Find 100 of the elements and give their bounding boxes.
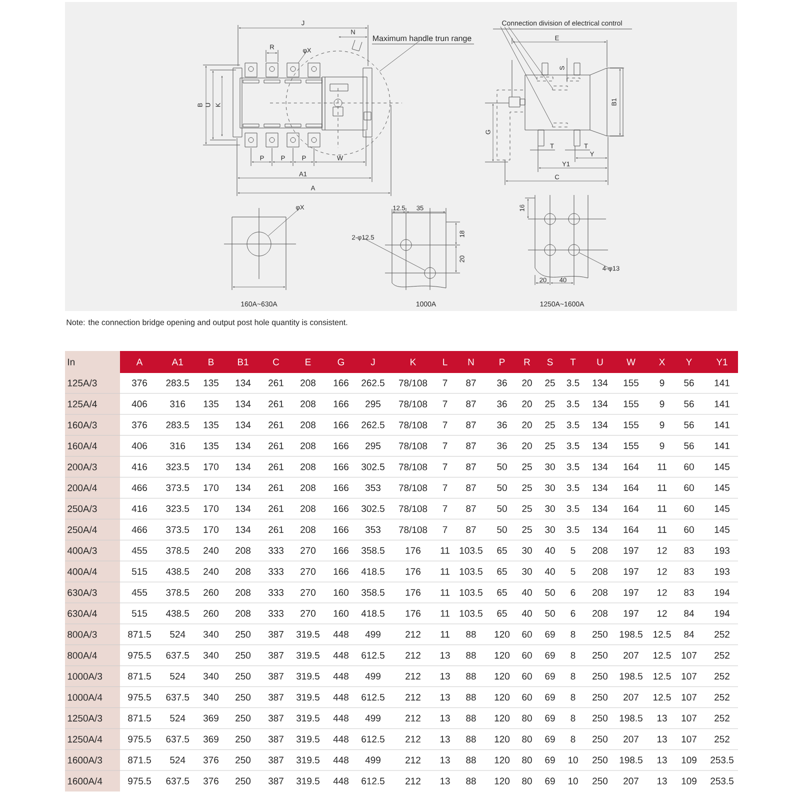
table-value: 65 (497, 547, 507, 554)
table-value: 319.5 (296, 736, 320, 742)
table-value: 166 (334, 526, 348, 533)
table-value: 166 (334, 442, 348, 450)
table-value: 7 (442, 505, 448, 512)
table-value: 208 (236, 589, 250, 596)
table-value: 13 (440, 714, 450, 722)
table-value: 319.5 (296, 630, 320, 638)
table-value: 319.5 (296, 672, 320, 680)
table-value: 261 (268, 380, 284, 386)
table-value: 261 (268, 526, 284, 533)
table-value: 448 (333, 778, 348, 784)
table-value: 250 (236, 714, 251, 722)
table-value: 36 (497, 442, 507, 450)
table-value: 197 (624, 589, 638, 596)
table-value: 871.5 (128, 756, 151, 764)
hole-circle (568, 244, 580, 256)
table-value: 134 (592, 400, 608, 408)
table-value: 252 (714, 694, 730, 701)
table-value: 20 (522, 400, 532, 408)
table-value: 80 (522, 778, 532, 784)
table-value: 378.5 (166, 547, 190, 554)
leader-line (500, 26, 552, 126)
table-value: 87 (466, 526, 476, 533)
table-value: 455 (132, 589, 147, 596)
table-value: 197 (624, 610, 638, 617)
table-value: 260 (204, 589, 219, 596)
table-value: 9 (660, 380, 664, 386)
table-value: 270 (300, 610, 316, 617)
table-value: 135 (204, 380, 218, 386)
table-value: 319.5 (296, 778, 320, 784)
table-value: 240 (204, 547, 219, 554)
table-value: 198.5 (620, 714, 642, 722)
table-value: 208 (300, 505, 316, 512)
table-value: 60 (684, 505, 694, 512)
table-value: 166 (334, 463, 348, 470)
table-value: 84 (684, 610, 694, 617)
table-value: 515 (132, 610, 147, 617)
table-value: 316 (170, 442, 186, 450)
table-value: 250 (236, 672, 251, 680)
table-value: 56 (684, 380, 694, 386)
column-header: J (370, 358, 375, 366)
table-value: 250 (592, 672, 608, 680)
row-header: 1250A/4 (68, 736, 102, 743)
table-value: 160 (334, 610, 349, 617)
table-value: 212 (406, 778, 420, 784)
table-value: 208 (300, 400, 316, 408)
table-value: 134 (592, 442, 608, 450)
table-value: 637.5 (166, 694, 190, 701)
table-value: 871.5 (128, 714, 151, 722)
table-value: 524 (170, 756, 186, 764)
table-value: 262.5 (362, 380, 384, 386)
table-value: 13 (440, 736, 450, 742)
table-value: 448 (333, 736, 348, 742)
row-header: 1600A/4 (68, 778, 102, 784)
table-value: 212 (406, 736, 420, 742)
leader-line (268, 208, 300, 236)
table-value: 13 (440, 756, 450, 764)
table-value: 40 (544, 547, 555, 554)
table-value: 25 (545, 422, 555, 428)
table-value: 250 (236, 652, 251, 659)
table-value: 250 (592, 778, 608, 784)
table-value: 8 (570, 630, 576, 638)
table-value: 134 (236, 380, 251, 386)
row-header: 400A/4 (67, 568, 97, 575)
table-value: 20 (522, 442, 532, 450)
table-value: 12 (657, 568, 667, 575)
table-value: 78/108 (399, 505, 428, 512)
table-value: 176 (406, 610, 420, 617)
table-value: 30 (522, 568, 532, 575)
table-value: 302.5 (362, 463, 384, 470)
table-value: 250 (592, 694, 608, 701)
table-value: 141 (714, 442, 730, 450)
table-value: 155 (624, 380, 639, 386)
table-value: 65 (497, 610, 507, 617)
table-value: 170 (204, 484, 219, 492)
row-header: 800A/4 (68, 652, 97, 659)
table-value: 373.5 (166, 484, 190, 492)
table-value: 120 (494, 672, 510, 680)
table-value: 253.5 (710, 756, 734, 764)
table-value: 13 (440, 694, 450, 701)
table-value: 176 (406, 568, 420, 575)
table-value: 69 (545, 756, 555, 764)
table-value: 387 (268, 778, 284, 784)
leader-line (362, 238, 426, 271)
table-value: 50 (545, 589, 555, 596)
table-value: 3.5 (566, 484, 580, 492)
table-value: 30 (545, 484, 555, 492)
table-value: 7 (442, 400, 448, 408)
table-value: 60 (684, 463, 694, 470)
table-value: 69 (545, 652, 555, 659)
table-value: 103.5 (460, 547, 482, 554)
table-value: 208 (300, 526, 316, 533)
table-value: 134 (236, 484, 251, 492)
table-value: 80 (522, 756, 532, 764)
table-value: 376 (203, 756, 218, 764)
table-value: 418.5 (361, 568, 384, 575)
table-value: 262.5 (362, 422, 384, 428)
table-value: 250 (592, 652, 608, 659)
table-value: 261 (268, 484, 284, 492)
